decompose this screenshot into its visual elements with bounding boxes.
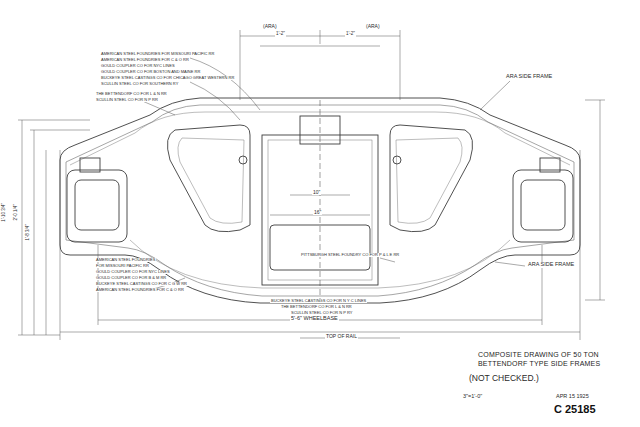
maker-note: BUCKEYE STEEL CASTINGS CO FOR C G W RR — [95, 282, 188, 286]
maker-note: AMERICAN STEEL FOUNDRIES FOR C & O RR — [100, 58, 190, 62]
maker-note: BUCKEYE STEEL CASTINGS CO FOR N Y C LINE… — [270, 299, 367, 303]
dimension-text: 1'-8 3/4" — [26, 223, 31, 241]
drawing-note: 16" — [313, 210, 322, 215]
maker-note: THE BETTENDORF CO FOR L & N RR — [95, 92, 168, 96]
drawing-note: 1'-2" — [275, 32, 286, 37]
drawing-title: COMPOSITE DRAWING OF 50 TON BETTENDORF T… — [478, 350, 628, 368]
drawing-note: 10" — [312, 190, 321, 195]
maker-note: SCULLIN STEEL CO FOR SOUTHERN RY — [100, 82, 179, 86]
maker-note: GOULD COUPLER CO FOR B & M RR — [95, 276, 167, 280]
drawing-number: C 25185 — [553, 404, 597, 416]
maker-note: BUCKEYE STEEL CASTINGS CO FOR CHICAGO GR… — [100, 76, 235, 80]
maker-note: FOR MISSOURI PACIFIC RR — [95, 264, 150, 268]
drawing-note: (ARA) — [262, 24, 278, 29]
maker-note: AMERICAN STEEL FOUNDRIES — [95, 258, 156, 262]
drawing-note: 5'-6" WHEELBASE — [290, 316, 339, 322]
maker-note: AMERICAN STEEL FOUNDRIES FOR C & O RR — [95, 288, 185, 292]
maker-note: THE BETTENDORF CO FOR L & N RR — [280, 305, 353, 309]
dimension-text: 1'-10 3/4" — [2, 202, 7, 223]
maker-note: GOULD COUPLER CO FOR BOSTON AND MAINE RR — [100, 70, 201, 74]
dimension-text: 2'-0 1/4" — [14, 203, 19, 221]
maker-note: AMERICAN STEEL FOUNDRIES FOR MISSOURI PA… — [100, 52, 215, 56]
drawing-note: ARA SIDE FRAME — [527, 262, 575, 268]
maker-note: GOULD COUPLER CO FOR NYC LINES — [100, 64, 176, 68]
maker-note: SCULLIN STEEL CO FOR N P RY — [290, 311, 354, 315]
drawing-note: APR 15 1925 — [555, 394, 590, 400]
drawing-note: 3"=1'-0" — [462, 394, 483, 400]
maker-note: GOULD COUPLER CO FOR NYC LINES — [95, 270, 171, 274]
drawing-note: ARA SIDE FRAME — [505, 74, 553, 80]
drawing-note: (ARA) — [365, 24, 381, 29]
drawing-note: (NOT CHECKED.) — [468, 374, 540, 383]
drawing-note: 1'-2" — [345, 32, 356, 37]
drawing-note: TOP OF RAIL — [325, 334, 358, 339]
maker-note: PITTSBURGH STEEL FOUNDRY CO FOR P & L E … — [300, 253, 400, 257]
maker-note: SCULLIN STEEL CO FOR N P RR — [95, 98, 159, 102]
